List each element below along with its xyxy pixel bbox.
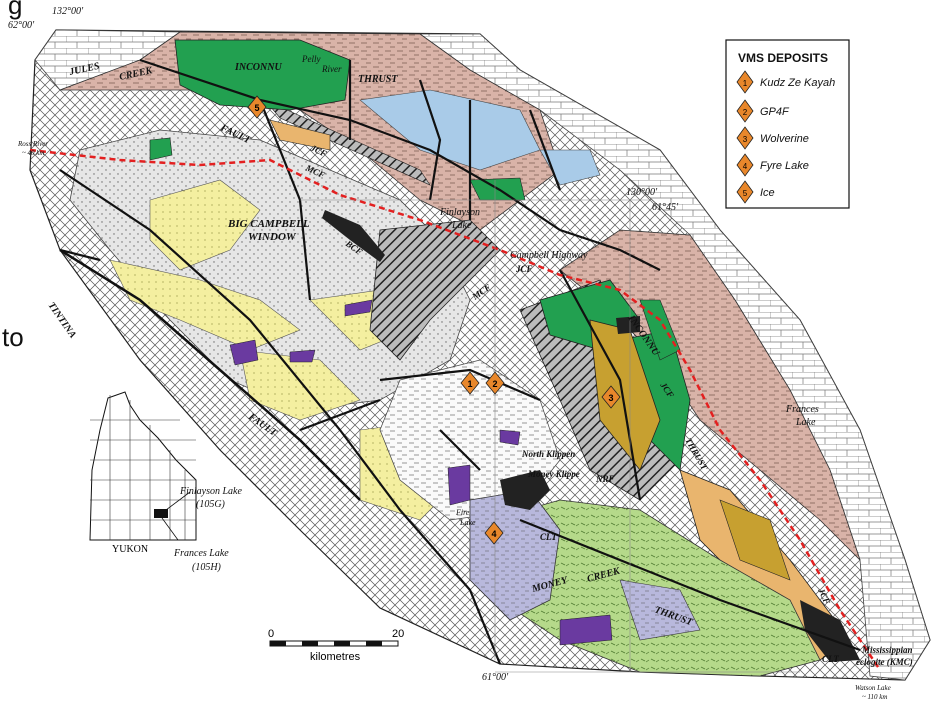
label-inconnu-top: INCONNU — [234, 62, 282, 73]
label-north-klippen: North Klippen — [521, 449, 575, 459]
svg-text:1: 1 — [743, 79, 748, 88]
svg-text:0: 0 — [268, 628, 274, 640]
svg-text:4: 4 — [743, 162, 748, 171]
black-unit-ne — [616, 316, 640, 334]
grid-lines — [300, 180, 800, 673]
svg-text:3: 3 — [608, 393, 613, 403]
purple-unit-5 — [559, 614, 613, 646]
label-thrust-top: THRUST — [358, 74, 398, 85]
ross-river-note-1: Ross River — [17, 140, 48, 148]
svg-text:GP4F: GP4F — [760, 106, 790, 118]
tintina-fault — [59, 248, 361, 501]
label-mississippian-2: eclogite (KMC) — [856, 657, 913, 667]
legend-title: VMS DEPOSITS — [738, 51, 828, 65]
svg-text:4: 4 — [491, 529, 496, 539]
label-money-klippe: Money Klippe — [527, 469, 580, 479]
label-tintina: TINTINA — [46, 300, 79, 340]
purple-unit-2 — [289, 349, 316, 363]
coord-lon-130: 130°00' — [626, 187, 658, 198]
svg-text:Wolverine: Wolverine — [760, 133, 809, 145]
svg-text:5: 5 — [743, 189, 748, 198]
deposit-marker-2[interactable]: 2 — [485, 371, 505, 395]
black-klippe — [500, 470, 550, 510]
label-fire-1: Fire — [455, 508, 470, 517]
lavender-unit-2 — [619, 579, 701, 641]
yellow-unit-1 — [149, 179, 261, 271]
label-big-campbell-1: BIG CAMPBELL — [227, 218, 310, 230]
coord-lat-6145: 61°45' — [652, 202, 679, 213]
hatched-strip-fault — [264, 99, 431, 186]
cut-off-slide-text-left: to — [2, 322, 24, 352]
inset-finlayson-1: Finlayson Lake — [179, 486, 242, 497]
purple-unit-4 — [447, 464, 471, 506]
purple-unit-1 — [229, 339, 259, 366]
deposit-marker-4[interactable]: 4 — [484, 521, 504, 545]
deposit-marker-1[interactable]: 1 — [460, 371, 480, 395]
legend-item-4: 4 Fyre Lake — [736, 153, 809, 177]
legend-item-5: 5 Ice — [736, 180, 775, 204]
label-mississippian-1: Mississippian — [861, 645, 913, 655]
legend-item-1: 1 Kudz Ze Kayah — [736, 70, 835, 94]
svg-text:2: 2 — [743, 108, 748, 117]
scale-bar: 0 20 kilometres — [268, 628, 404, 663]
svg-text:1: 1 — [467, 379, 472, 389]
green-unit-ne — [639, 299, 681, 361]
deposit-marker-5[interactable]: 5 — [247, 95, 267, 119]
coord-lon-132: 132°00' — [52, 6, 84, 17]
fault-lines — [59, 58, 861, 665]
campbell-highway-line — [29, 148, 882, 671]
label-frances-1: Frances — [785, 404, 819, 415]
inset-frances-2: (105H) — [192, 562, 222, 573]
inset-finlayson-2: (105G) — [196, 499, 226, 510]
inset-yukon: YUKON — [112, 544, 148, 555]
cut-off-slide-text-top: g — [8, 0, 23, 20]
legend-item-3: 3 Wolverine — [736, 126, 809, 150]
inset-frances-1: Frances Lake — [173, 548, 229, 559]
legend-item-2: 2 GP4F — [736, 99, 790, 123]
vms-legend: VMS DEPOSITS 1 Kudz Ze Kayah 2 GP4F 3 Wo… — [725, 39, 850, 209]
watson-lake-note-1: Watson Lake — [855, 684, 891, 692]
svg-text:Ice: Ice — [760, 187, 775, 199]
svg-text:20: 20 — [392, 628, 404, 640]
purple-unit-6 — [499, 429, 521, 446]
green-unit-top — [174, 39, 351, 111]
svg-text:Fyre Lake: Fyre Lake — [760, 160, 809, 172]
brick-belt-ne — [418, 33, 931, 681]
purple-unit-3 — [344, 299, 373, 317]
svg-text:2: 2 — [492, 379, 497, 389]
scale-unit: kilometres — [310, 651, 361, 663]
label-fire-2: Lake — [459, 518, 476, 527]
label-campbell-highway: Campbell Highway — [510, 250, 588, 261]
label-clt-mid: CLT — [540, 532, 557, 542]
label-finlayson-2: Lake — [451, 220, 472, 231]
coord-lat-61: 61°00' — [482, 672, 509, 683]
label-big-campbell-2: WINDOW — [248, 231, 297, 243]
label-frances-2: Lake — [795, 417, 816, 428]
orange-unit-2 — [269, 119, 331, 151]
label-pelly-1: Pelly — [301, 54, 321, 64]
svg-text:Kudz Ze Kayah: Kudz Ze Kayah — [760, 77, 835, 89]
label-nrf: NRF — [595, 474, 615, 484]
label-pelly-2: River — [321, 64, 342, 74]
label-jcf-mid: JCF — [515, 264, 533, 274]
green-unit-small — [149, 137, 173, 161]
ross-river-note-2: ~ 40 km — [22, 149, 44, 157]
svg-text:5: 5 — [254, 103, 259, 113]
coord-lat-62: 62°00' — [8, 20, 35, 31]
black-unit-se — [800, 600, 860, 662]
olive-unit-2 — [719, 499, 791, 581]
label-clt-bottom: CLT — [822, 654, 839, 664]
label-finlayson-1: Finlayson — [439, 207, 480, 218]
deposit-marker-3[interactable]: 3 — [601, 385, 621, 409]
svg-text:3: 3 — [743, 135, 748, 144]
watson-lake-note-2: ~ 110 km — [862, 693, 887, 701]
black-lens-bcf — [322, 210, 385, 262]
yukon-inset: Finlayson Lake (105G) YUKON Frances Lake… — [89, 391, 242, 573]
